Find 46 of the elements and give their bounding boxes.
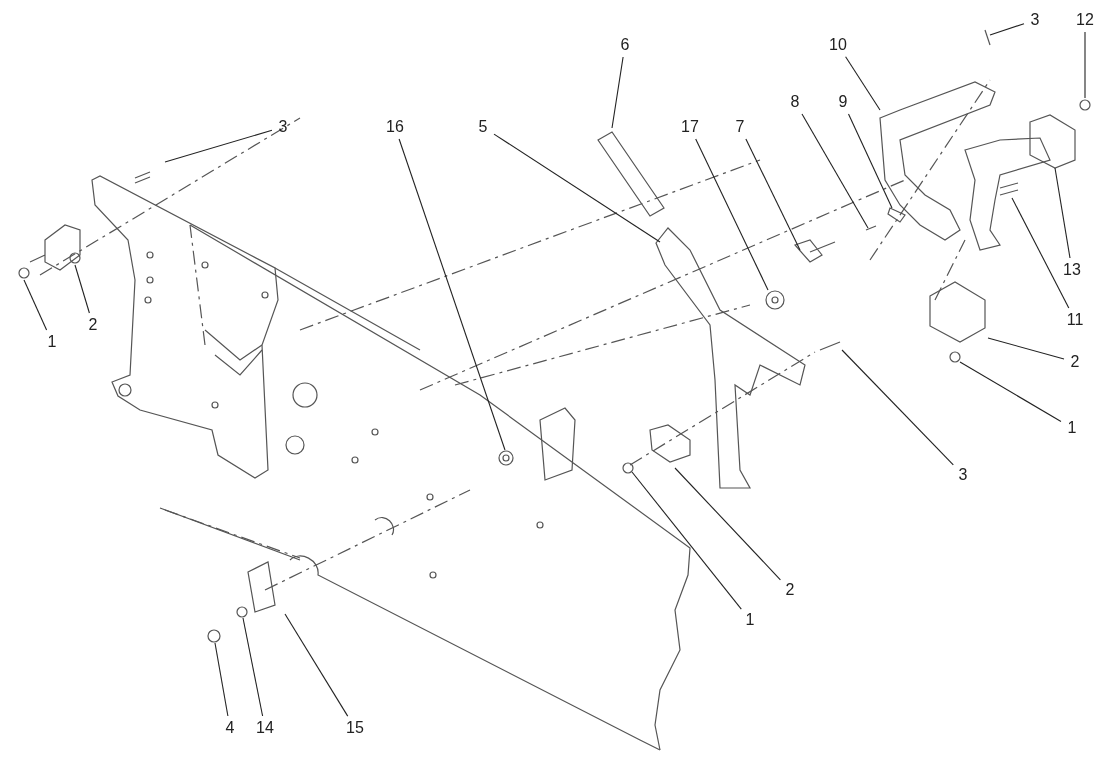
leader-line bbox=[1011, 197, 1070, 309]
leader-line bbox=[284, 613, 349, 717]
callout-number: 3 bbox=[958, 466, 968, 484]
leader-line bbox=[611, 56, 624, 129]
leader-line bbox=[959, 361, 1062, 423]
leader-line bbox=[745, 138, 801, 251]
callout-number: 15 bbox=[346, 719, 364, 737]
callout-number: 3 bbox=[278, 118, 288, 136]
callout-number: 1 bbox=[47, 333, 57, 351]
callout-number: 12 bbox=[1076, 11, 1094, 29]
leader-line bbox=[674, 467, 781, 581]
callout-number: 7 bbox=[735, 118, 745, 136]
leader-line bbox=[847, 113, 893, 209]
callout-number: 6 bbox=[620, 36, 630, 54]
leader-line bbox=[989, 23, 1025, 36]
leader-line bbox=[845, 56, 881, 111]
callout-number: 11 bbox=[1066, 311, 1084, 329]
callout-number: 9 bbox=[838, 93, 848, 111]
leader-line bbox=[214, 642, 229, 717]
leader-line bbox=[23, 279, 48, 331]
callout-number: 4 bbox=[225, 719, 235, 737]
callout-number: 3 bbox=[1030, 11, 1040, 29]
leader-line bbox=[398, 138, 506, 451]
leader-line bbox=[987, 337, 1065, 360]
callout-number: 2 bbox=[785, 581, 795, 599]
callout-number: 1 bbox=[745, 611, 755, 629]
callout-number: 5 bbox=[478, 118, 488, 136]
callout-number: 14 bbox=[256, 719, 274, 737]
leader-line bbox=[631, 471, 742, 610]
callout-number: 16 bbox=[386, 118, 404, 136]
callout-number: 13 bbox=[1063, 261, 1081, 279]
callout-number: 2 bbox=[88, 316, 98, 334]
leader-line bbox=[695, 138, 769, 291]
callout-number: 1 bbox=[1067, 419, 1077, 437]
leader-line bbox=[242, 617, 264, 717]
leader-line bbox=[841, 349, 954, 466]
leader-line bbox=[493, 133, 661, 243]
leader-line bbox=[1084, 31, 1086, 99]
callout-number: 2 bbox=[1070, 353, 1080, 371]
leader-line bbox=[801, 113, 869, 229]
leader-line bbox=[1054, 167, 1071, 259]
callout-number: 8 bbox=[790, 93, 800, 111]
leader-line bbox=[74, 264, 90, 314]
callout-number: 17 bbox=[681, 118, 699, 136]
leader-line bbox=[164, 129, 273, 163]
callout-number: 10 bbox=[829, 36, 847, 54]
